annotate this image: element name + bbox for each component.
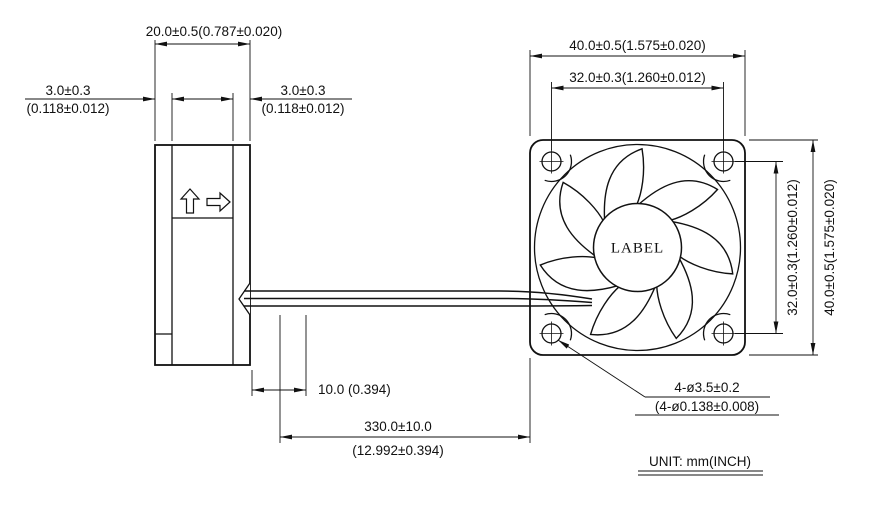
dim-side-width: 20.0±0.5(0.787±0.020) [146,24,282,39]
corner-boss-arc [702,154,731,183]
fan-side-view [154,144,251,366]
fan-front-view: LABEL [529,139,746,356]
dim-side-left-mm: 3.0±0.3 [46,83,91,98]
fan-blade [670,220,734,275]
mounting-holes [539,149,736,346]
corner-boss-arc [544,154,573,183]
dim-side-right-inch: (0.118±0.012) [262,101,345,116]
side-view-housing [154,144,251,366]
dimensions: 20.0±0.5(0.787±0.020) 3.0±0.3 (0.118±0.0… [25,24,837,476]
fan-blade [589,285,657,336]
dim-mount-holes-mm: 4-ø3.5±0.2 [674,380,739,395]
dim-lead-strip: 10.0 (0.394) [318,382,391,397]
corner-boss-arc [702,312,731,341]
leader-line-mount-holes [557,339,646,398]
hub-circle [592,202,683,293]
airflow-direction-icon [179,188,201,214]
dim-hole-pitch-h: 32.0±0.3(1.260±0.012) [569,70,705,85]
corner-boss-arc [544,312,573,341]
lead-wires [244,290,593,307]
dim-side-left-inch: (0.118±0.012) [27,101,110,116]
rotation-direction-icon [206,191,231,213]
dim-hole-pitch-v: 32.0±0.3(1.260±0.012) [785,179,800,315]
dim-mount-holes-inch: (4-ø0.138±0.008) [655,399,759,414]
fan-label: LABEL [611,241,664,257]
dim-lead-length-inch: (12.992±0.394) [352,443,443,458]
lead-wire [244,304,593,307]
dim-lead-length-mm: 330.0±10.0 [364,419,431,434]
dim-front-height: 40.0±0.5(1.575±0.020) [822,179,837,315]
lead-wire [244,297,593,304]
lead-wire [244,290,593,300]
fan-blade [559,181,605,258]
venturi-circle [533,143,742,352]
dim-side-right-mm: 3.0±0.3 [281,83,326,98]
unit-note: UNIT: mm(INCH) [649,454,751,469]
dim-front-width: 40.0±0.5(1.575±0.020) [569,38,705,53]
